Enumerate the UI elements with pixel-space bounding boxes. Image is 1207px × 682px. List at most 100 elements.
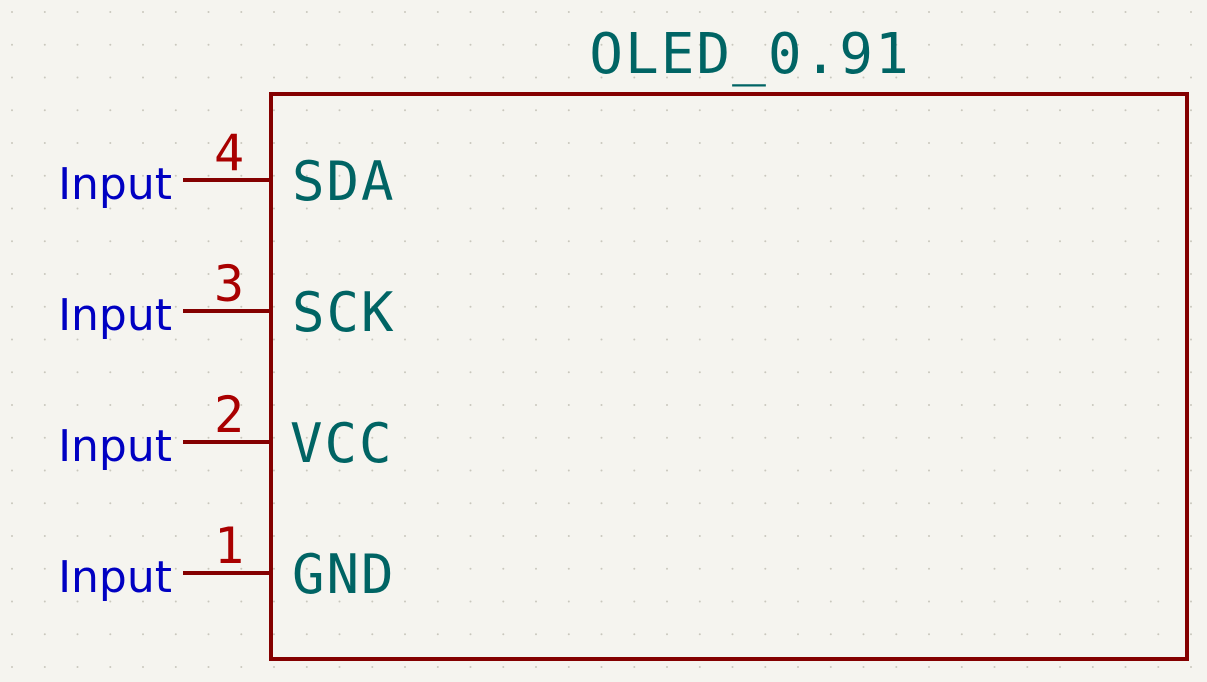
grid-dot bbox=[895, 43, 898, 46]
grid-dot bbox=[1157, 338, 1160, 341]
grid-dot bbox=[1190, 142, 1192, 144]
grid-dot bbox=[338, 567, 341, 570]
grid-dot bbox=[666, 404, 668, 406]
grid-dot bbox=[960, 43, 963, 46]
grid-dot bbox=[960, 109, 963, 112]
grid-dot bbox=[142, 338, 144, 341]
grid-dot bbox=[109, 633, 112, 636]
grid-dot bbox=[600, 535, 603, 537]
grid-dot bbox=[928, 404, 930, 406]
grid-dot bbox=[207, 207, 210, 210]
grid-dot bbox=[43, 404, 46, 406]
pin-sda[interactable]: 4 SDA Input bbox=[58, 124, 395, 213]
grid-dot bbox=[797, 338, 799, 341]
grid-dot bbox=[993, 567, 996, 570]
grid-dot bbox=[207, 371, 210, 374]
grid-dot bbox=[76, 142, 79, 144]
grid-dot bbox=[928, 207, 930, 210]
grid-dot bbox=[797, 207, 799, 210]
grid-dot bbox=[567, 567, 570, 570]
grid-dot bbox=[666, 305, 668, 308]
grid-dot bbox=[666, 338, 668, 341]
grid-dot bbox=[1157, 436, 1160, 439]
grid-dot bbox=[338, 600, 341, 603]
pin-name: SDA bbox=[292, 150, 396, 213]
grid-dot bbox=[371, 273, 374, 275]
grid-dot bbox=[928, 567, 930, 570]
grid-dot bbox=[895, 535, 898, 537]
grid-dot bbox=[1157, 273, 1160, 275]
grid-dot bbox=[535, 371, 537, 374]
grid-dot bbox=[436, 469, 439, 472]
grid-dot bbox=[240, 666, 243, 668]
grid-dot bbox=[142, 535, 144, 537]
grid-dot bbox=[305, 371, 308, 374]
pin-vcc[interactable]: 2 VCC Input bbox=[58, 386, 393, 475]
grid-dot bbox=[862, 469, 865, 472]
grid-dot bbox=[240, 273, 243, 275]
symbol-body[interactable] bbox=[269, 92, 1189, 661]
grid-dot bbox=[404, 11, 406, 13]
grid-dot bbox=[960, 567, 963, 570]
grid-dot bbox=[43, 567, 46, 570]
grid-dot bbox=[207, 338, 210, 341]
grid-dot bbox=[862, 633, 865, 636]
grid-dot bbox=[764, 633, 767, 636]
grid-dot bbox=[1190, 76, 1192, 79]
grid-dot bbox=[764, 436, 767, 439]
grid-dot bbox=[240, 142, 243, 144]
grid-dot bbox=[273, 371, 275, 374]
pin-gnd[interactable]: 1 GND Input bbox=[58, 517, 395, 606]
grid-dot bbox=[371, 76, 374, 79]
grid-dot bbox=[338, 11, 341, 13]
grid-dot bbox=[960, 436, 963, 439]
grid-dot bbox=[862, 109, 865, 112]
grid-dot bbox=[797, 109, 799, 112]
grid-dot bbox=[469, 600, 472, 603]
symbol-value[interactable]: OLED_0.91 bbox=[589, 22, 910, 87]
grid-dot bbox=[338, 174, 341, 177]
grid-dot bbox=[535, 174, 537, 177]
grid-dot bbox=[207, 240, 210, 243]
grid-dot bbox=[1026, 109, 1029, 112]
grid-dot bbox=[1091, 633, 1094, 636]
grid-dot bbox=[829, 535, 832, 537]
grid-dot bbox=[1124, 273, 1127, 275]
grid-dot bbox=[436, 43, 439, 46]
grid-dot bbox=[273, 436, 275, 439]
grid-dot bbox=[1059, 240, 1061, 243]
grid-dot bbox=[895, 273, 898, 275]
grid-dot bbox=[829, 305, 832, 308]
grid-dot bbox=[469, 142, 472, 144]
grid-dot bbox=[535, 305, 537, 308]
grid-dot bbox=[1157, 11, 1160, 13]
grid-dot bbox=[862, 436, 865, 439]
grid-dot bbox=[829, 633, 832, 636]
pin-sck[interactable]: 3 SCK Input bbox=[58, 255, 395, 344]
grid-dot bbox=[1091, 502, 1094, 505]
grid-dot bbox=[1026, 305, 1029, 308]
grid-dot bbox=[862, 43, 865, 46]
grid-dot bbox=[764, 207, 767, 210]
grid-dot bbox=[338, 371, 341, 374]
grid-dot bbox=[567, 174, 570, 177]
grid-dot bbox=[1026, 207, 1029, 210]
grid-dot bbox=[1124, 371, 1127, 374]
grid-dot bbox=[43, 502, 46, 505]
grid-dot bbox=[928, 240, 930, 243]
grid-dot bbox=[404, 469, 406, 472]
grid-dot bbox=[764, 535, 767, 537]
grid-dot bbox=[109, 109, 112, 112]
grid-dot bbox=[76, 109, 79, 112]
grid-dot bbox=[273, 174, 275, 177]
grid-dot bbox=[567, 109, 570, 112]
grid-dot bbox=[404, 240, 406, 243]
grid-dot bbox=[436, 436, 439, 439]
grid-dot bbox=[567, 305, 570, 308]
grid-dot bbox=[1190, 174, 1192, 177]
grid-dot bbox=[731, 371, 734, 374]
grid-dot bbox=[174, 240, 177, 243]
grid-dot bbox=[928, 11, 930, 13]
grid-dot bbox=[535, 436, 537, 439]
grid-dot bbox=[633, 338, 636, 341]
